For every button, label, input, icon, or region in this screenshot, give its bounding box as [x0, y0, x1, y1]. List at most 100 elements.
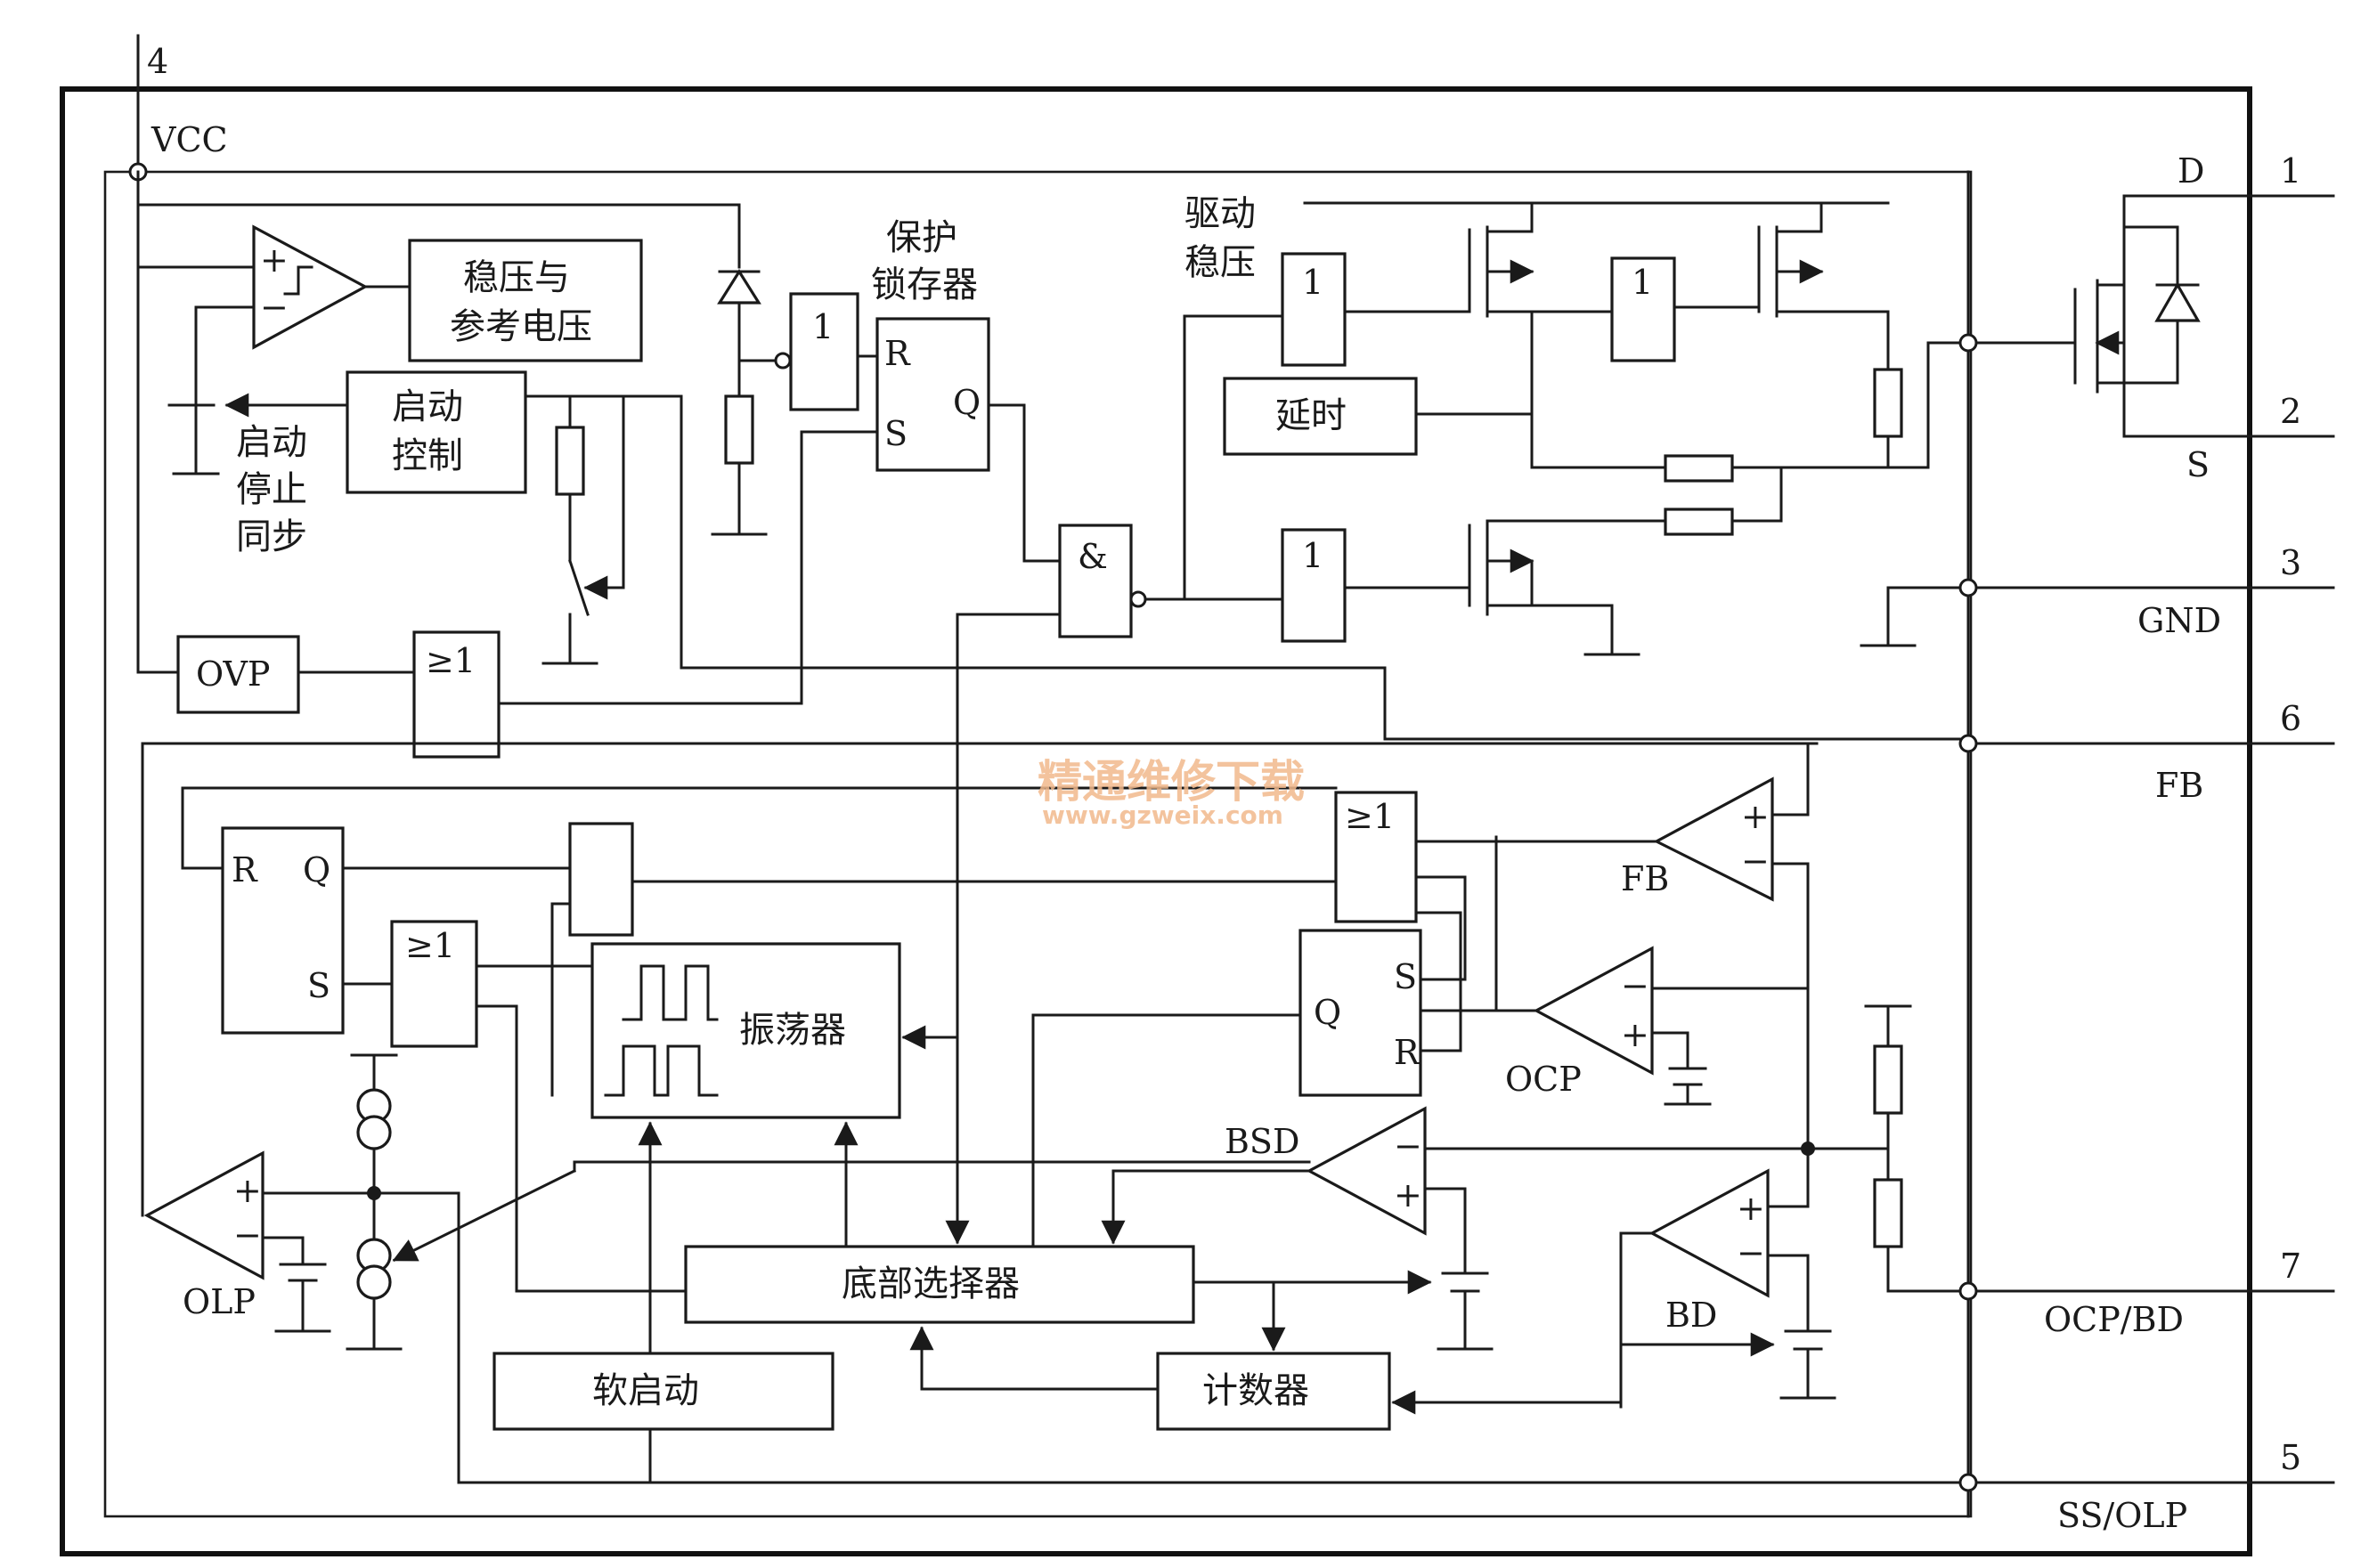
svg-text:−: − — [1741, 841, 1770, 881]
regulator-reference-block: 稳压与 参考电压 — [408, 239, 643, 362]
fb-comparator-label: FB — [1621, 859, 1669, 898]
svg-text:&: & — [1078, 537, 1108, 576]
svg-text:S: S — [307, 966, 330, 1005]
driver-buffer-top: 1 — [1281, 252, 1347, 367]
pin-fb: 6 FB — [1958, 699, 2335, 805]
svg-text:+: + — [233, 1171, 262, 1210]
pin-fb-number: 6 — [2280, 699, 2301, 738]
regulator-label-1: 稳压与 — [463, 257, 570, 298]
olp-comparator-label: OLP — [183, 1282, 256, 1321]
svg-text:≥1: ≥1 — [405, 926, 455, 965]
mosfet-pulldown — [1468, 519, 1640, 656]
svg-text:停止: 停止 — [236, 469, 307, 510]
svg-text:+: + — [260, 240, 289, 280]
bottom-selector-block: 底部选择器 — [684, 1245, 1195, 1324]
bd-comparator-label: BD — [1665, 1296, 1717, 1335]
svg-text:1: 1 — [1302, 263, 1323, 302]
ocp-comparator-label: OCP — [1505, 1060, 1582, 1099]
pin-d-label: D — [2178, 151, 2204, 191]
svg-text:R: R — [232, 850, 258, 890]
inner-frame — [103, 170, 1973, 1518]
latch-label-1: 保护 — [886, 217, 957, 258]
svg-text:Q: Q — [1314, 993, 1341, 1032]
pin-ocp-number: 7 — [2280, 1247, 2301, 1286]
counter-block: 计数器 — [1156, 1352, 1391, 1431]
pin-ss-number: 5 — [2280, 1438, 2301, 1477]
pin-vcc-label: VCC — [151, 120, 228, 159]
svg-text:+: + — [1741, 797, 1770, 836]
svg-text:R: R — [884, 334, 911, 373]
pin-gnd-number: 3 — [2280, 543, 2301, 582]
rs-flipflop-osc: R Q S — [221, 826, 345, 1035]
svg-text:启动: 启动 — [236, 422, 307, 463]
ocp-divider — [1864, 1004, 1962, 1293]
soft-start-block: 软启动 — [492, 1352, 834, 1431]
bsd-comparator-label: BSD — [1225, 1122, 1299, 1161]
power-mosfet — [2073, 194, 2251, 438]
svg-text:−: − — [233, 1215, 262, 1255]
pin-vcc: 4 VCC — [128, 34, 228, 182]
drive-regulator-label-2: 稳压 — [1184, 242, 1256, 283]
delay-block: 延时 — [1223, 377, 1418, 456]
svg-text:−: − — [1737, 1233, 1765, 1272]
or-gate-ovp: ≥1 — [412, 630, 501, 759]
ovp-block: OVP — [176, 635, 300, 714]
zener-diode — [711, 203, 768, 536]
svg-text:1: 1 — [1632, 263, 1653, 302]
pin-ocp-label: OCP/BD — [2044, 1300, 2184, 1339]
and-gate: & — [1058, 524, 1133, 638]
fb-comparator: + − FB — [1621, 776, 1774, 902]
oscillator-block: 振荡器 — [590, 942, 901, 1119]
pin-vcc-number: 4 — [147, 42, 168, 81]
svg-text:≥1: ≥1 — [1345, 797, 1395, 836]
pin-fb-label: FB — [2155, 766, 2203, 805]
svg-text:S: S — [1394, 957, 1417, 996]
drive-regulator-label-1: 驱动 — [1184, 193, 1256, 234]
start-stop-sync-label: 启动 停止 同步 — [236, 422, 307, 557]
svg-text:同步: 同步 — [236, 516, 307, 557]
startup-control-block: 启动 控制 — [346, 370, 527, 494]
startup-label-1: 启动 — [392, 386, 463, 427]
regulator-comparator: + − — [252, 224, 369, 350]
mosfet-driver-2: 1 — [1610, 201, 1903, 469]
svg-text:−: − — [1394, 1126, 1422, 1166]
svg-text:+: + — [1394, 1175, 1422, 1215]
startup-switch — [541, 394, 625, 665]
ic-package-outline — [60, 86, 2252, 1556]
svg-text:底部选择器: 底部选择器 — [842, 1263, 1020, 1304]
current-source-lower — [346, 1191, 403, 1351]
pin-s-number: 2 — [2280, 392, 2301, 431]
svg-text:计数器: 计数器 — [1202, 1370, 1309, 1411]
svg-text:−: − — [1621, 966, 1649, 1005]
latch-label-2: 锁存器 — [871, 264, 978, 305]
inverter-latch-input: 1 — [789, 292, 859, 411]
pin-gnd-label: GND — [2137, 601, 2221, 640]
mosfet-driver-1 — [1468, 201, 1534, 318]
svg-text:R: R — [1394, 1033, 1421, 1072]
pin-ss-label: SS/OLP — [2057, 1496, 2187, 1535]
or-gate-osc: ≥1 — [390, 920, 478, 1048]
ocp-comparator: − + OCP — [1505, 946, 1654, 1099]
svg-text:≥1: ≥1 — [426, 641, 476, 680]
svg-text:+: + — [1621, 1015, 1649, 1054]
current-source-upper — [350, 1053, 398, 1195]
pin-ss-olp: 5 SS/OLP — [1958, 1438, 2335, 1535]
svg-text:延时: 延时 — [1275, 395, 1347, 436]
rs-flipflop-ocp: S Q R — [1298, 929, 1422, 1097]
gate-resistor-1 — [1664, 454, 1734, 483]
small-logic-block — [568, 822, 634, 937]
svg-text:1: 1 — [1302, 536, 1323, 575]
watermark-text: 精通维修下载 — [1038, 756, 1305, 808]
svg-text:Q: Q — [303, 850, 330, 890]
or-gate-fb: ≥1 — [1334, 791, 1418, 923]
driver-buffer-bottom: 1 — [1281, 528, 1347, 643]
svg-text:振荡器: 振荡器 — [739, 1010, 846, 1051]
bd-comparator: + − BD — [1648, 1168, 1770, 1335]
svg-text:S: S — [884, 414, 908, 453]
bsd-comparator: − + BSD — [1225, 1106, 1427, 1236]
pin-ocp-bd: 7 OCP/BD — [1958, 1247, 2335, 1339]
olp-comparator: + − OLP — [143, 1150, 265, 1321]
svg-text:Q: Q — [953, 383, 981, 422]
watermark: 精通维修下载 www.gzweix.com — [1038, 756, 1305, 830]
